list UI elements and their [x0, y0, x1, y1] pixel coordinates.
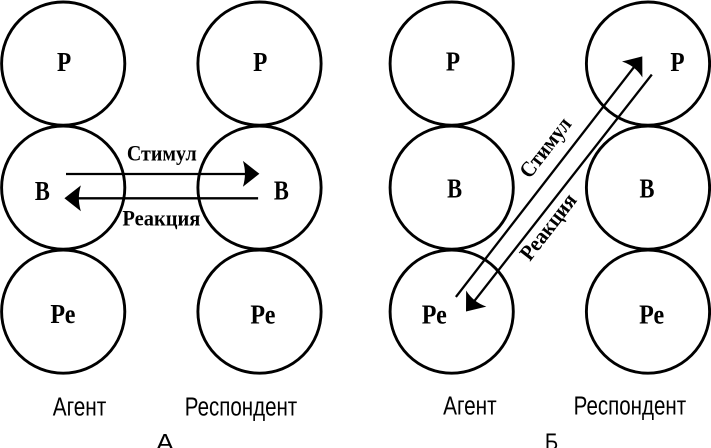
svg-text:А: А: [156, 429, 174, 448]
svg-text:Ре: Ре: [50, 299, 75, 330]
svg-text:В: В: [640, 175, 655, 204]
svg-text:Ре: Ре: [639, 299, 664, 330]
svg-text:Агент: Агент: [53, 392, 107, 421]
svg-text:В: В: [447, 175, 462, 204]
svg-text:В: В: [274, 176, 289, 205]
svg-text:Р: Р: [253, 48, 267, 77]
svg-text:Р: Р: [670, 48, 684, 77]
svg-text:Ре: Ре: [250, 299, 275, 330]
svg-text:Респондент: Респондент: [574, 391, 687, 420]
svg-text:Р: Р: [446, 48, 460, 77]
svg-text:Реакция: Реакция: [122, 206, 200, 231]
svg-text:Р: Р: [57, 48, 71, 77]
svg-text:Агент: Агент: [443, 391, 497, 420]
svg-text:Стимул: Стимул: [127, 140, 197, 165]
svg-text:Респондент: Респондент: [185, 392, 298, 421]
svg-text:Ре: Ре: [422, 299, 447, 330]
svg-text:В: В: [35, 177, 50, 206]
svg-text:Б: Б: [545, 428, 558, 448]
